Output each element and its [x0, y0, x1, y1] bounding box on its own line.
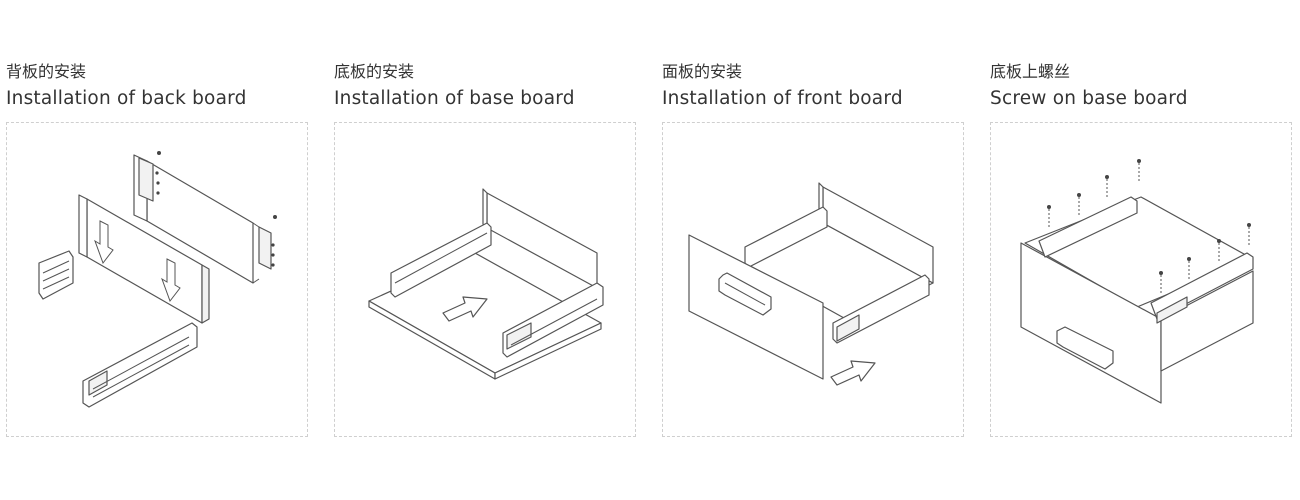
step-screw-base-board: 底板上螺丝 Screw on base board — [990, 0, 1294, 500]
screw-base-board-illustration — [1020, 159, 1254, 404]
screws — [1047, 159, 1251, 295]
step-title-cn: 底板上螺丝 — [990, 62, 1071, 81]
side-rail-bottom — [82, 322, 198, 408]
back-board-illustration — [38, 151, 277, 408]
step-title-cn: 底板的安装 — [334, 62, 415, 81]
base-board-illustration — [368, 188, 604, 380]
step-back-board: 背板的安装 Installation of back board — [6, 0, 310, 500]
step-title-cn: 背板的安装 — [6, 62, 87, 81]
base-board — [368, 252, 602, 380]
insert-arrow-icon — [442, 296, 488, 322]
side-rail-left — [390, 222, 492, 298]
side-rail-left — [38, 250, 74, 300]
step-title-en: Screw on base board — [990, 88, 1188, 109]
step-title-cn: 面板的安装 — [662, 62, 743, 81]
illustration-frame — [662, 122, 964, 437]
front-panel — [688, 234, 824, 380]
step-base-board: 底板的安装 Installation of base board — [334, 0, 638, 500]
illustration-frame — [334, 122, 636, 437]
step-title-en: Installation of base board — [334, 88, 575, 109]
insert-arrow-icon — [830, 360, 876, 386]
side-rail-right — [502, 282, 604, 358]
step-front-board: 面板的安装 Installation of front board — [662, 0, 966, 500]
step-title-en: Installation of back board — [6, 88, 247, 109]
screws — [155, 151, 277, 267]
drawer-assembled — [1020, 196, 1254, 404]
illustration-frame — [6, 122, 308, 437]
step-title-en: Installation of front board — [662, 88, 903, 109]
side-panel — [78, 194, 210, 324]
back-board — [133, 154, 272, 284]
drawer-box — [744, 182, 934, 344]
illustration-frame — [990, 122, 1292, 437]
front-board-illustration — [688, 182, 934, 386]
